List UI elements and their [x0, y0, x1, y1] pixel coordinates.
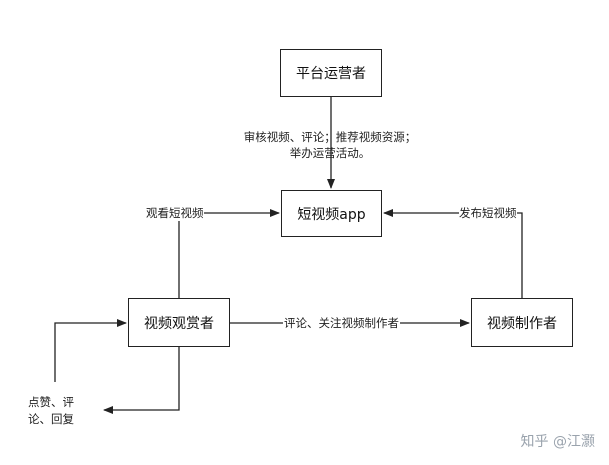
edge-label-comment-follow: 评论、关注视频制作者 [283, 315, 400, 331]
edge-label-publish: 发布短视频 [459, 205, 517, 221]
node-video-creator: 视频制作者 [471, 298, 573, 347]
edge-label-operator-actions-line2: 举办运营活动。 [289, 146, 371, 160]
node-platform-operator: 平台运营者 [280, 49, 382, 97]
node-video-viewer: 视频观赏者 [128, 298, 230, 347]
node-short-video-app-label: 短视频app [297, 206, 366, 223]
node-video-creator-label: 视频制作者 [487, 315, 557, 332]
edge-label-operator-actions: 审核视频、评论；推荐视频资源； 举办运营活动。 [220, 129, 440, 161]
arrow-creator-to-app [383, 209, 523, 298]
node-platform-operator-label: 平台运营者 [296, 66, 366, 82]
edge-label-like-comment-reply: 点赞、评论、回复 [28, 395, 74, 426]
arrow-viewer-to-app [178, 209, 280, 298]
watermark: 知乎 @江灏 [520, 434, 595, 450]
arrow-viewer-to-interactions [103, 347, 180, 414]
edge-label-watch: 观看短视频 [146, 205, 204, 221]
node-short-video-app: 短视频app [281, 190, 382, 237]
edge-label-operator-actions-line1: 审核视频、评论；推荐视频资源； [243, 130, 417, 144]
arrow-interactions-to-viewer [54, 319, 127, 382]
node-video-viewer-label: 视频观赏者 [144, 315, 214, 332]
